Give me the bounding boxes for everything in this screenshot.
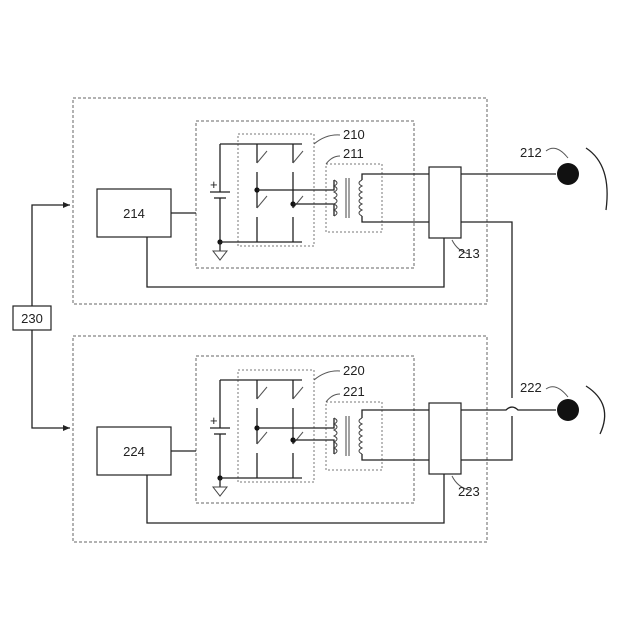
electrode-arc-2 (586, 386, 605, 434)
inverter-label-2: 220 (343, 363, 365, 378)
control-line-upper (32, 205, 70, 306)
controller-230: 230 (13, 205, 70, 428)
control-unit-label-2: 224 (123, 444, 145, 459)
inverter-label-1: 210 (343, 127, 365, 142)
svg-text:+: + (210, 413, 218, 428)
transformer-label-1: 211 (343, 146, 364, 161)
control-unit-label-1: 214 (123, 206, 145, 221)
transformer-label-2: 221 (343, 384, 365, 399)
inverter-module-2 (196, 356, 414, 503)
sensor-label-1: 213 (458, 246, 480, 261)
channel-2: 224 + 223 (73, 336, 605, 542)
sensor-213 (429, 167, 461, 238)
channel-1: 214 + 213 (73, 98, 607, 398)
control-line-lower (32, 330, 70, 428)
ground-symbol-2 (213, 487, 227, 496)
electrode-lead-2 (461, 407, 556, 410)
controller-label: 230 (21, 311, 43, 326)
electrode-label-1: 212 (520, 145, 542, 160)
electrode-222 (557, 399, 579, 421)
electrode-arc-1 (586, 148, 607, 210)
svg-text:+: + (210, 177, 218, 192)
sensor-223 (429, 403, 461, 474)
electrode-212 (557, 163, 579, 185)
sensor-label-2: 223 (458, 484, 480, 499)
electrode-label-2: 222 (520, 380, 542, 395)
ground-symbol-1 (213, 251, 227, 260)
